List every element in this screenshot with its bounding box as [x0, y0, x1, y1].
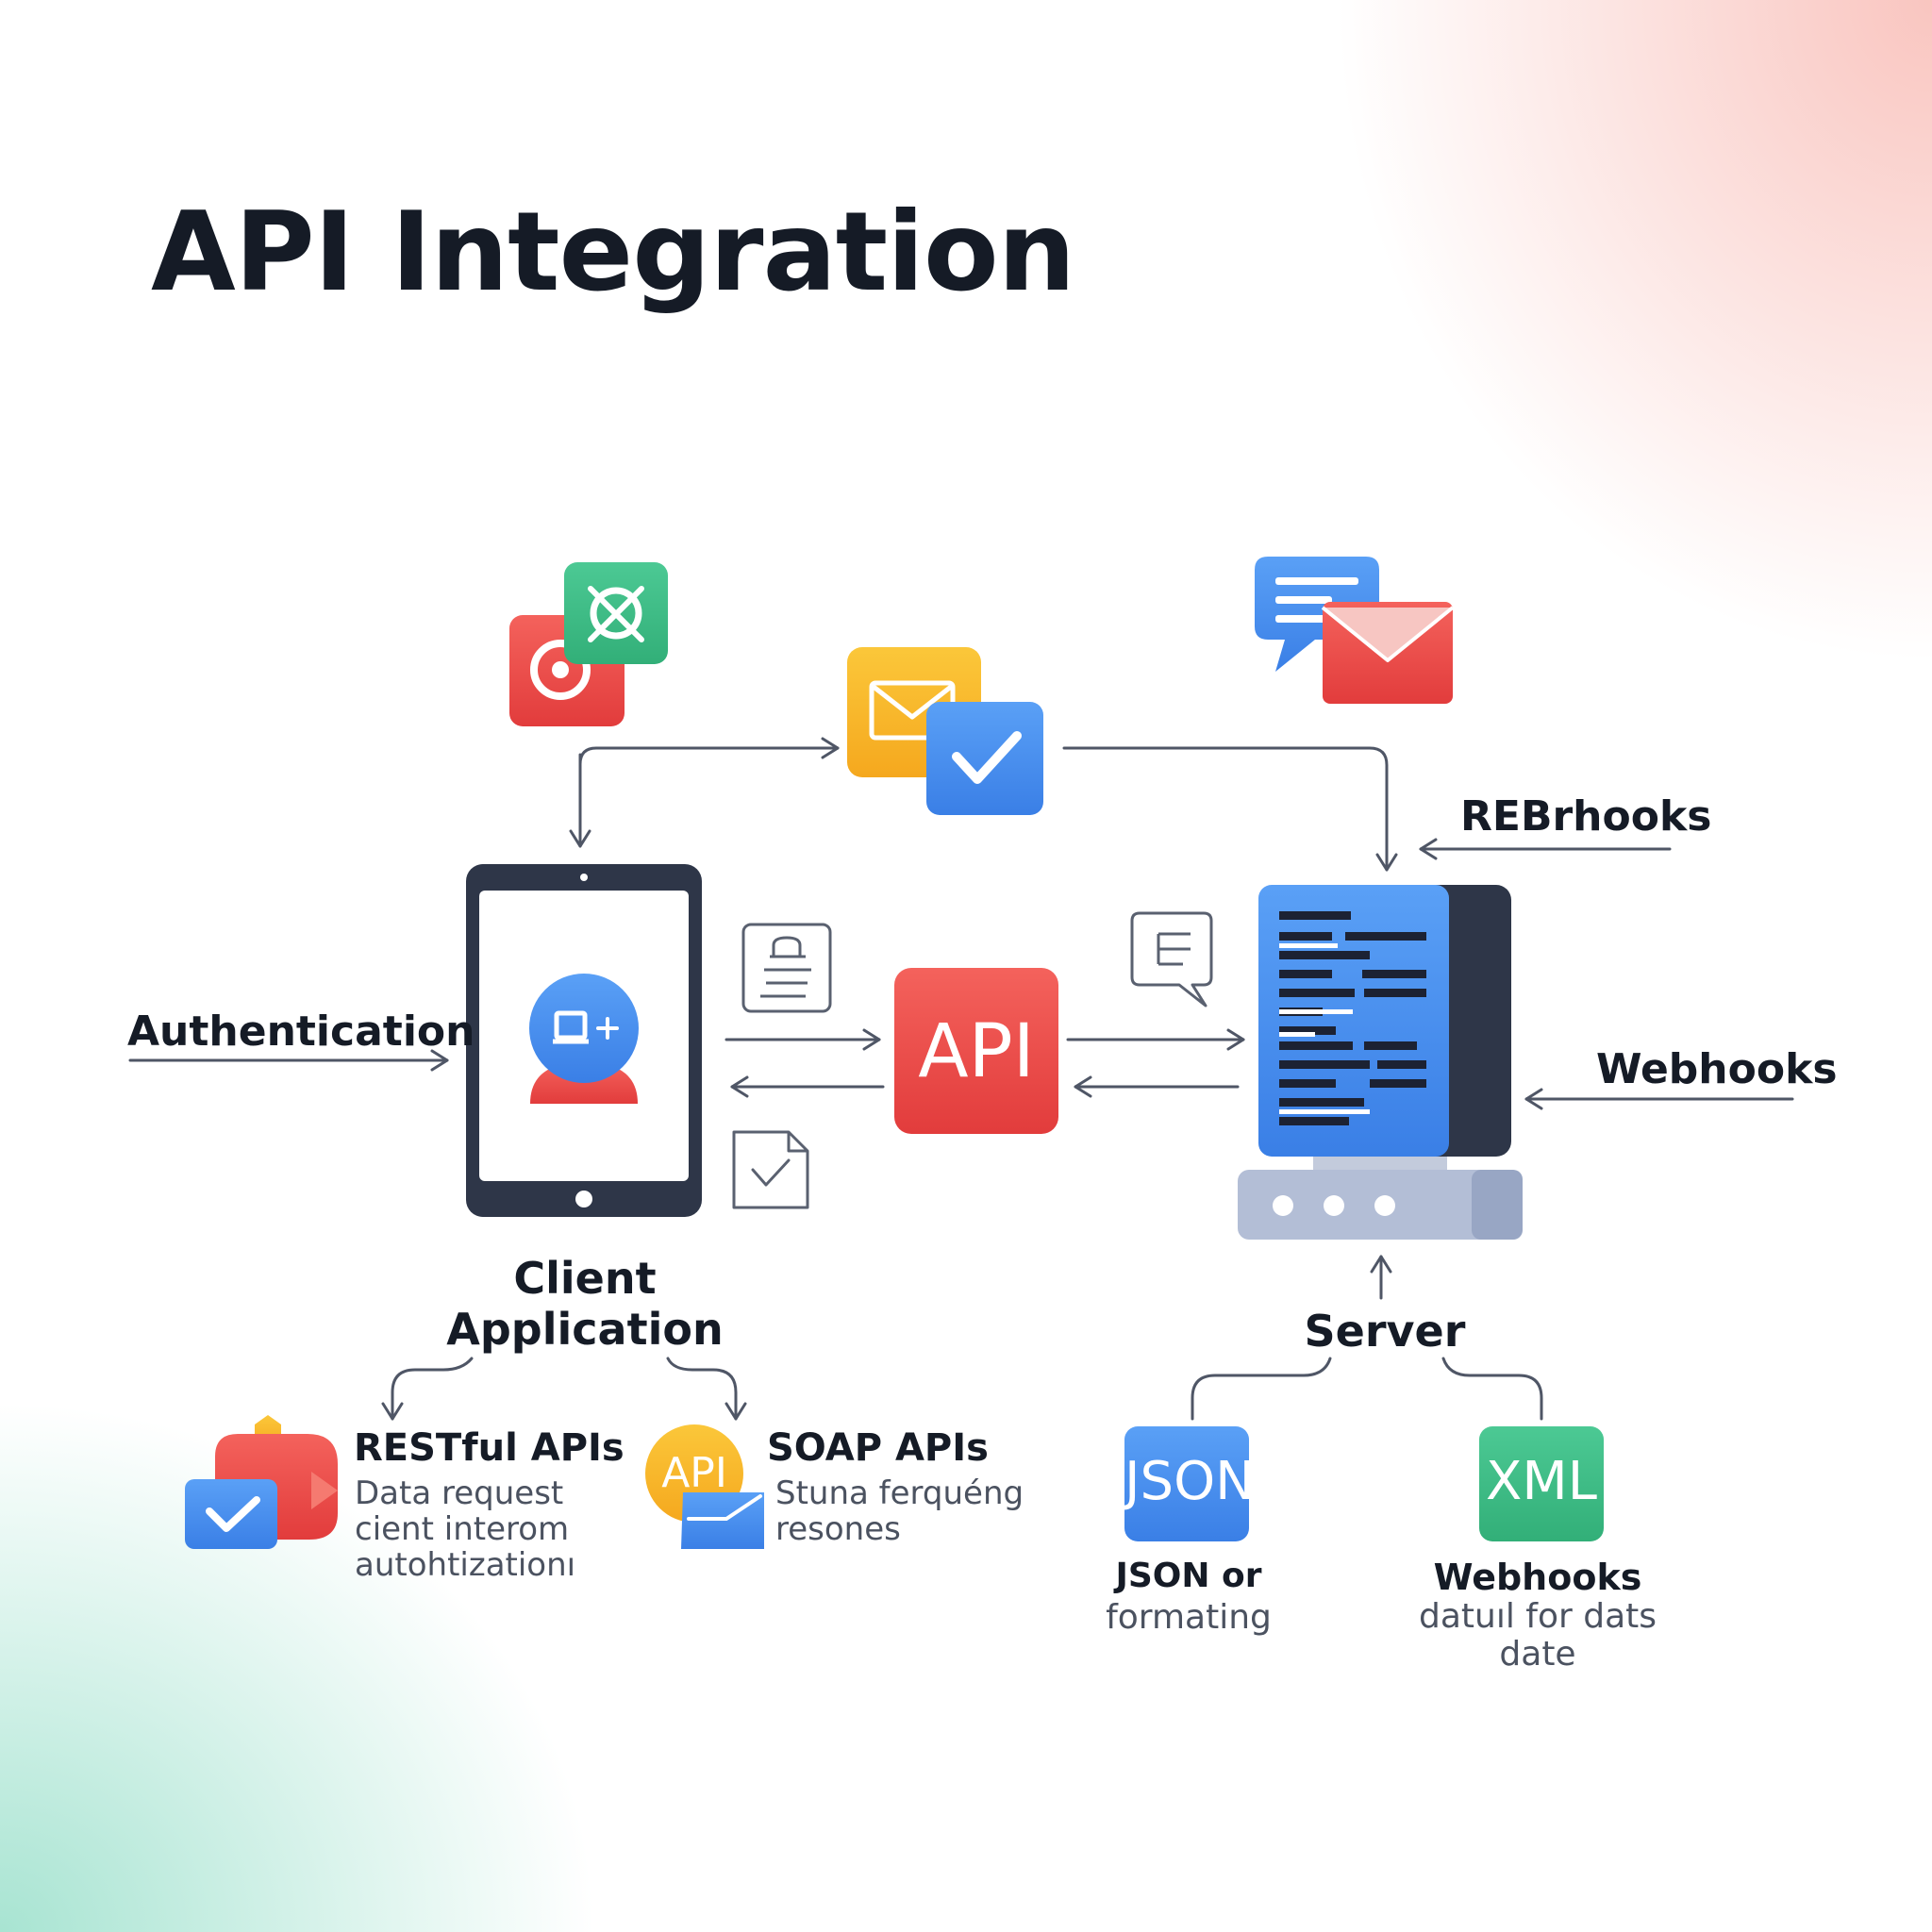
document-lines-icon: [741, 923, 832, 1013]
no-entry-icon: [564, 562, 668, 664]
restful-check-icon: [185, 1479, 277, 1549]
xml-tile-label: XML: [1486, 1451, 1597, 1512]
branch-server-to-xml: [1441, 1357, 1543, 1421]
checked-file-icon: [732, 1130, 809, 1209]
json-tile-label: JSON: [1124, 1451, 1256, 1512]
envelope-icon: [1321, 602, 1455, 704]
check-icon: [926, 702, 1043, 815]
soap-title: SOAP APIs: [767, 1426, 989, 1470]
xml-tile[interactable]: [1479, 1426, 1604, 1541]
webhooks-label: Webhooks: [1596, 1045, 1838, 1093]
client-application-label: Client Application: [446, 1253, 724, 1355]
restful-title: RESTful APIs: [354, 1426, 625, 1470]
page-title: API Integration: [151, 189, 1075, 316]
json-description: formating: [1106, 1598, 1272, 1637]
soap-api-icon: [645, 1424, 764, 1549]
xml-description: datuıl for dats date: [1418, 1597, 1657, 1674]
api-badge-label: API: [918, 1009, 1035, 1094]
restful-description: Data request cient interom autohtization…: [355, 1474, 576, 1584]
branch-server-to-json: [1191, 1357, 1332, 1421]
arrow-client-to-restful: [381, 1357, 474, 1421]
server-machine[interactable]: [1238, 885, 1523, 1240]
message-doc-icon: [1130, 911, 1213, 1008]
arrow-notify-to-server: [1062, 746, 1398, 872]
json-tile[interactable]: [1124, 1426, 1249, 1541]
arrow-client-to-soap: [666, 1357, 747, 1421]
rebrhooks-label: REBrhooks: [1460, 792, 1712, 841]
user-add-icon: [529, 974, 639, 1104]
soap-description: Stuna ferquéng resones: [775, 1474, 1024, 1548]
json-title: JSON or: [1115, 1557, 1262, 1595]
server-label: Server: [1304, 1306, 1466, 1357]
api-badge[interactable]: [894, 968, 1058, 1134]
xml-webhooks-title: Webhooks: [1433, 1557, 1642, 1598]
authentication-label: Authentication: [127, 1008, 475, 1056]
arrow-client-to-notify: [578, 737, 840, 846]
soap-api-badge-label: API: [661, 1449, 727, 1497]
